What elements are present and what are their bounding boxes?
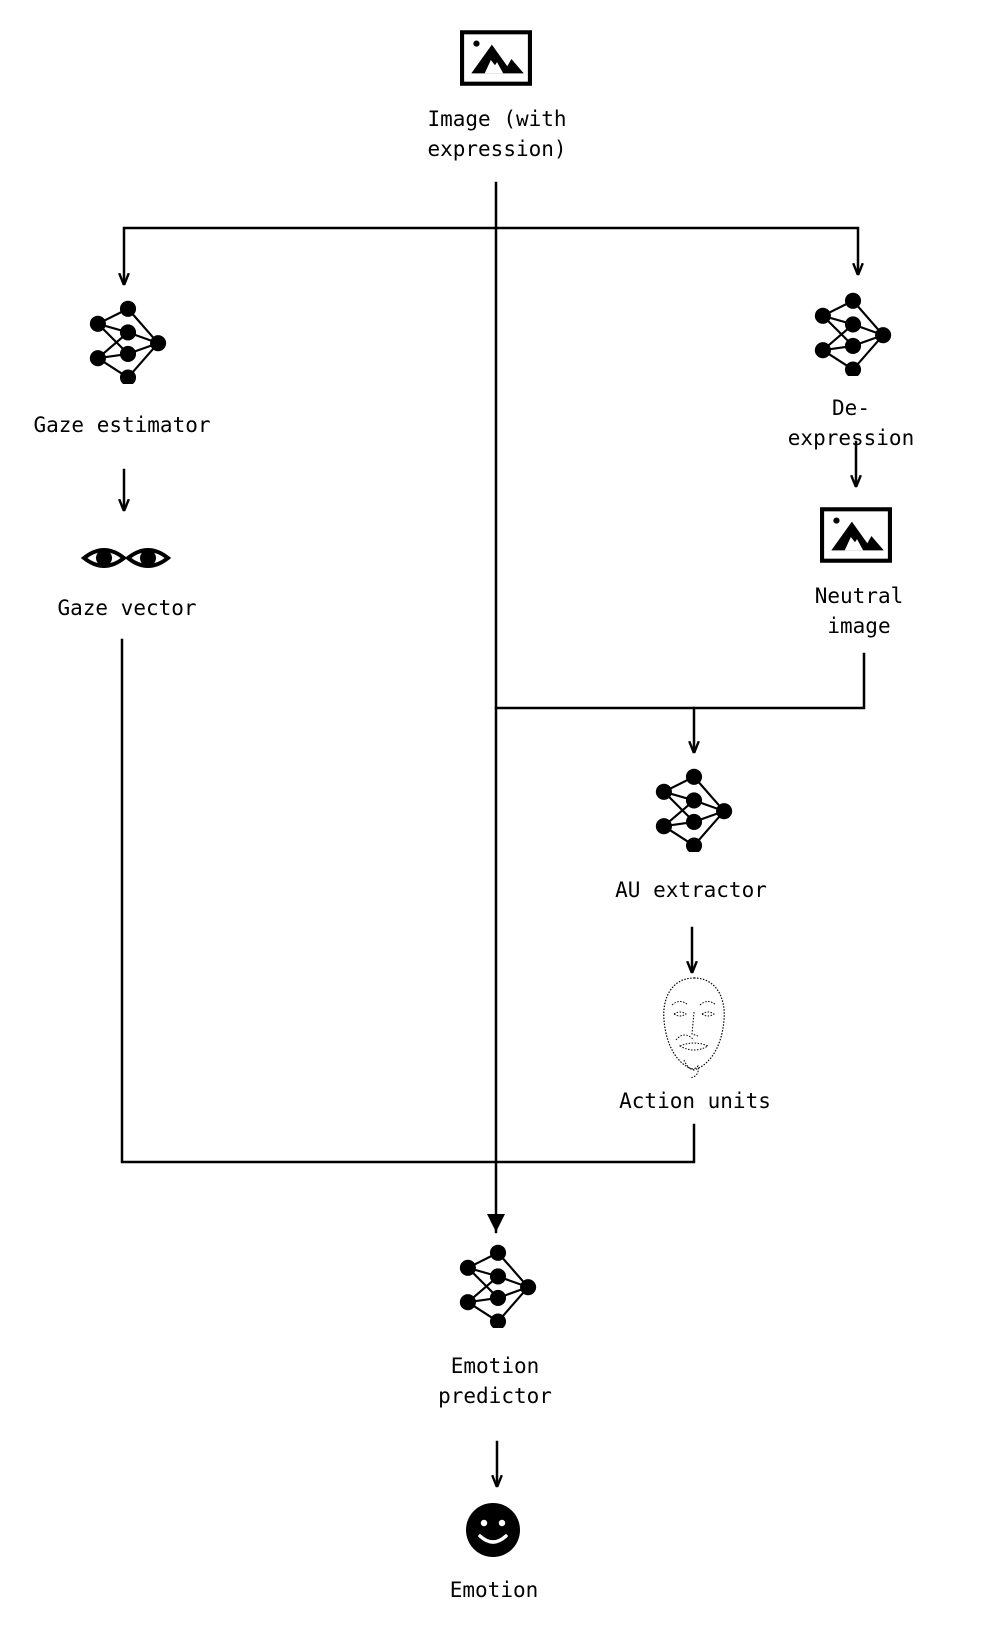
neural-network-icon — [813, 291, 893, 376]
neural-network-icon — [654, 767, 734, 852]
neural-network-icon — [88, 299, 168, 384]
neutral-image-label: Neutral image — [814, 584, 904, 638]
edge-gaze-vector-to-emotion-predictor — [120, 638, 498, 1164]
eyes-icon — [80, 548, 172, 568]
edge-input-to-gaze-estimator — [124, 226, 498, 286]
action-units-label: Action units — [619, 1089, 771, 1113]
au-extractor-label: AU extractor — [615, 878, 767, 902]
gaze-estimator-label: Gaze estimator — [33, 413, 211, 437]
gaze-vector-label: Gaze vector — [57, 596, 197, 620]
edge-input-to-de-expression — [494, 226, 858, 276]
edge-action-units-to-emotion-predictor — [494, 1123, 696, 1164]
input-image-label: Image (with expression) — [427, 107, 567, 161]
emotion-label: Emotion — [449, 1578, 539, 1602]
smiley-face-icon — [466, 1503, 520, 1557]
image-icon — [462, 32, 530, 83]
de-expression-label: De-expression — [787, 396, 915, 450]
face-landmarks-icon — [663, 977, 725, 1079]
emotion-predictor-label: Emotion predictor — [438, 1354, 552, 1408]
edge-neutral-image-to-au-extractor — [494, 652, 866, 710]
image-icon — [822, 509, 890, 560]
neural-network-icon — [458, 1243, 538, 1328]
